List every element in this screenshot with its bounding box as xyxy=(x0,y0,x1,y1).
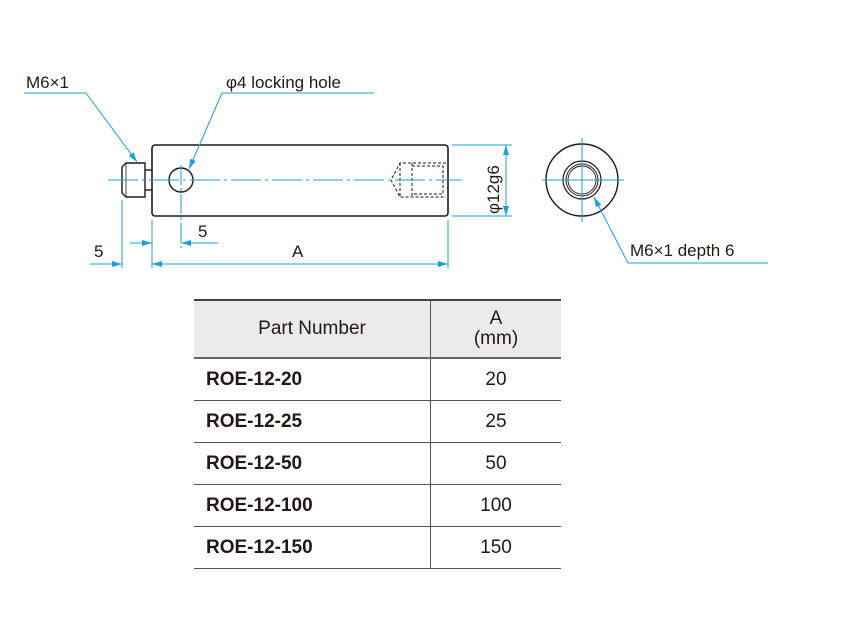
part-number-cell: ROE-12-20 xyxy=(194,358,431,401)
header-part-number: Part Number xyxy=(194,300,431,359)
a-value-cell: 20 xyxy=(430,358,561,401)
technical-drawing: 5 5 A φ12g6 M6×1 φ4 locking hole M xyxy=(24,73,768,268)
callout-locking-hole-leader xyxy=(188,92,374,170)
dim-thread-length-label: 5 xyxy=(94,242,103,261)
part-table: Part Number A (mm) ROE-12-20 20 ROE-12-2… xyxy=(194,299,561,569)
table-row: ROE-12-25 25 xyxy=(194,400,561,443)
dim-diameter-label: φ12g6 xyxy=(484,165,503,214)
part-number-cell: ROE-12-150 xyxy=(194,526,431,569)
a-value-cell: 150 xyxy=(430,526,561,569)
a-value-cell: 50 xyxy=(430,442,561,485)
callout-thread-leader xyxy=(24,92,138,163)
part-number-cell: ROE-12-50 xyxy=(194,442,431,485)
dim-hole-offset-label: 5 xyxy=(198,222,207,241)
part-number-cell: ROE-12-100 xyxy=(194,484,431,527)
threaded-stud xyxy=(121,162,152,198)
dim-length-label: A xyxy=(292,242,304,261)
callout-end-thread-leader xyxy=(593,196,768,264)
callout-thread-label: M6×1 xyxy=(26,73,69,92)
table-header-row: Part Number A (mm) xyxy=(194,300,561,359)
table-row: ROE-12-100 100 xyxy=(194,484,561,527)
table-row: ROE-12-20 20 xyxy=(194,358,561,401)
end-view xyxy=(542,138,624,222)
part-number-cell: ROE-12-25 xyxy=(194,400,431,443)
callout-locking-hole-label: φ4 locking hole xyxy=(226,73,341,92)
a-value-cell: 100 xyxy=(430,484,561,527)
header-a-unit: (mm) xyxy=(473,328,519,349)
table-row: ROE-12-50 50 xyxy=(194,442,561,485)
header-a-label: A xyxy=(489,308,503,329)
a-value-cell: 25 xyxy=(430,400,561,443)
table-row: ROE-12-150 150 xyxy=(194,526,561,569)
center-lines xyxy=(108,165,462,248)
callout-end-thread-label: M6×1 depth 6 xyxy=(630,241,734,260)
header-a: A (mm) xyxy=(430,300,561,359)
extension-lines xyxy=(121,144,512,268)
